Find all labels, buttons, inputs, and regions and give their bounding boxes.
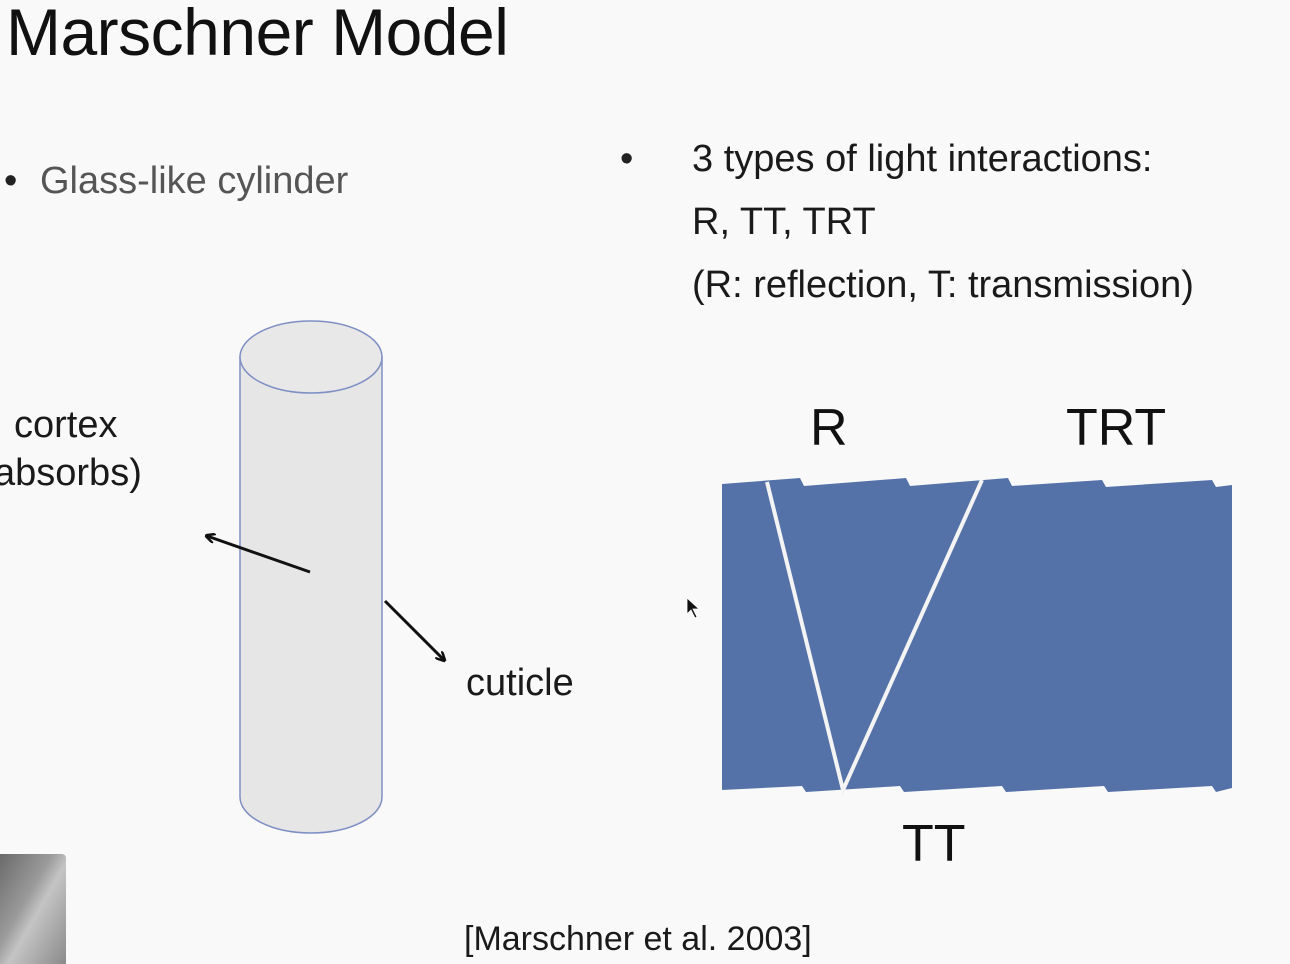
light-path-r-tt-trt bbox=[765, 479, 984, 797]
mouse-pointer-icon bbox=[686, 597, 701, 619]
cuticle-arrow bbox=[383, 599, 444, 660]
absorbs-label: absorbs) bbox=[0, 452, 142, 494]
hair-fiber bbox=[722, 478, 1232, 792]
bullet-line-3: (R: reflection, T: transmission) bbox=[692, 264, 1194, 306]
bullet-line-1: • 3 types of light interactions: bbox=[620, 128, 1194, 191]
trt-path-label: TRT bbox=[1066, 399, 1167, 457]
tt-path-label: TT bbox=[902, 815, 966, 873]
slide-title: Marschner Model bbox=[6, 0, 509, 69]
cuticle-label: cuticle bbox=[466, 662, 574, 704]
presenter-webcam-thumbnail bbox=[0, 854, 66, 964]
bullet-line-2: R, TT, TRT bbox=[692, 201, 876, 243]
bullet-dot: • bbox=[4, 160, 18, 202]
cortex-arrow bbox=[207, 536, 311, 574]
hair-cylinder bbox=[239, 320, 383, 834]
cylinder-top bbox=[239, 320, 383, 394]
bullet-text: Glass-like cylinder bbox=[40, 160, 349, 202]
bullet-light-interactions: • 3 types of light interactions: R, TT, T… bbox=[620, 128, 1194, 317]
hair-cross-section bbox=[722, 478, 1232, 797]
citation: [Marschner et al. 2003] bbox=[464, 920, 812, 958]
bullet-dot: • bbox=[620, 138, 634, 180]
bullet-glass-like-cylinder: • Glass-like cylinder bbox=[4, 160, 348, 203]
r-path-label: R bbox=[810, 399, 848, 457]
cortex-label: cortex bbox=[14, 404, 118, 446]
cylinder-body bbox=[239, 356, 383, 834]
bullet-text: 3 types of light interactions: bbox=[692, 138, 1153, 180]
